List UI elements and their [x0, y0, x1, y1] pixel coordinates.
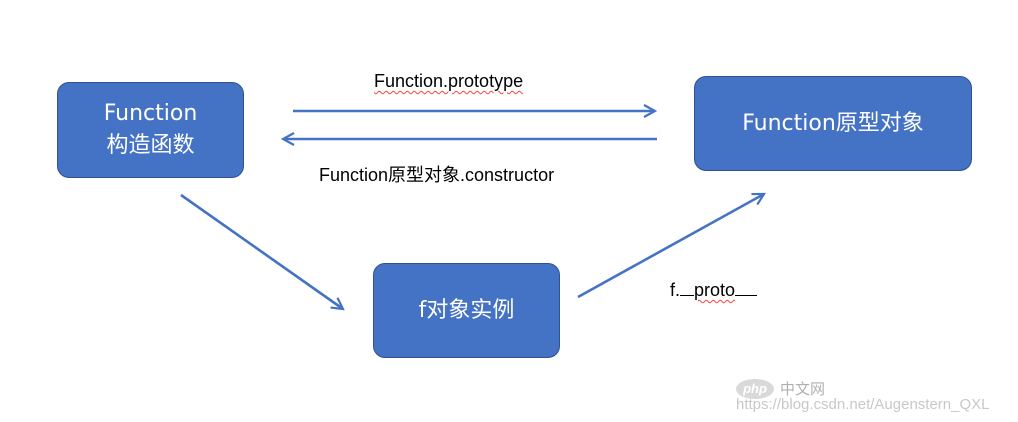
watermark: php 中文网 [736, 378, 825, 399]
php-logo: php [736, 378, 774, 399]
node-function-constructor: Function 构造函数 [57, 82, 244, 178]
node-function-prototype-object: Function原型对象 [694, 76, 972, 171]
watermark-url: https://blog.csdn.net/Augenstern_QXL [736, 396, 990, 413]
node-instance-label: f对象实例 [418, 297, 515, 323]
proto-underscore-right [735, 281, 758, 296]
edge-label-prototype: Function.prototype [374, 71, 523, 92]
node-prototype-object-label: Function原型对象 [742, 110, 924, 136]
edge-label-prototype-text: Function.prototype [374, 71, 524, 91]
arrow-instantiate [180, 193, 343, 309]
arrow-proto [577, 192, 764, 299]
edge-label-proto: f. proto [670, 280, 758, 301]
edge-label-constructor: Function原型对象.constructor [319, 161, 554, 187]
watermark-site: 中文网 [780, 381, 826, 398]
edge-label-proto-prefix: f. [670, 280, 681, 300]
node-constructor-line2: 构造函数 [106, 133, 195, 158]
proto-underscore-left [680, 281, 695, 296]
node-constructor-line1: Function [103, 101, 198, 126]
node-f-instance: f对象实例 [373, 263, 560, 358]
edge-label-proto-name: proto [694, 280, 736, 300]
edge-label-constructor-text: Function原型对象.constructor [319, 165, 555, 185]
